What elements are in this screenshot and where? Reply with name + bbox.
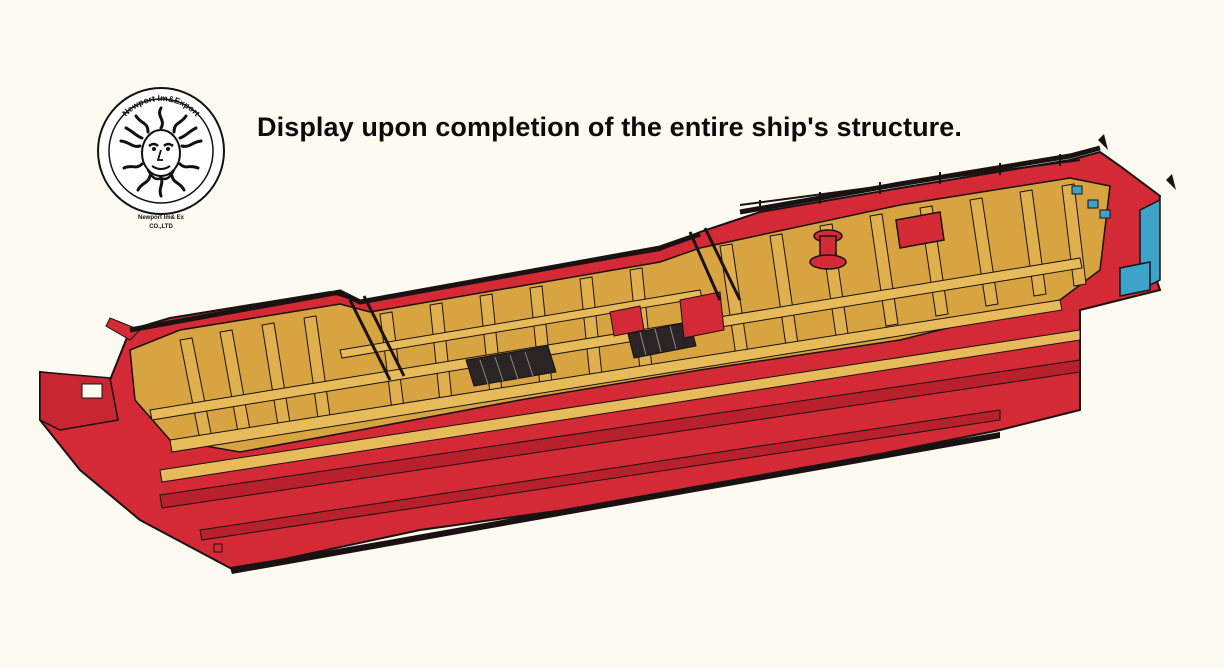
logo-caption: Newport Im& Ex CO.,LTD <box>96 214 226 232</box>
capstan <box>809 229 847 270</box>
company-logo: Newport Im&Export <box>97 87 225 215</box>
deck-grating <box>465 321 697 387</box>
logo-company-name: Newport Im& Ex <box>137 215 184 221</box>
logo-company-suffix: CO.,LTD <box>149 224 173 230</box>
page-headline: Display upon completion of the entire sh… <box>257 112 963 142</box>
